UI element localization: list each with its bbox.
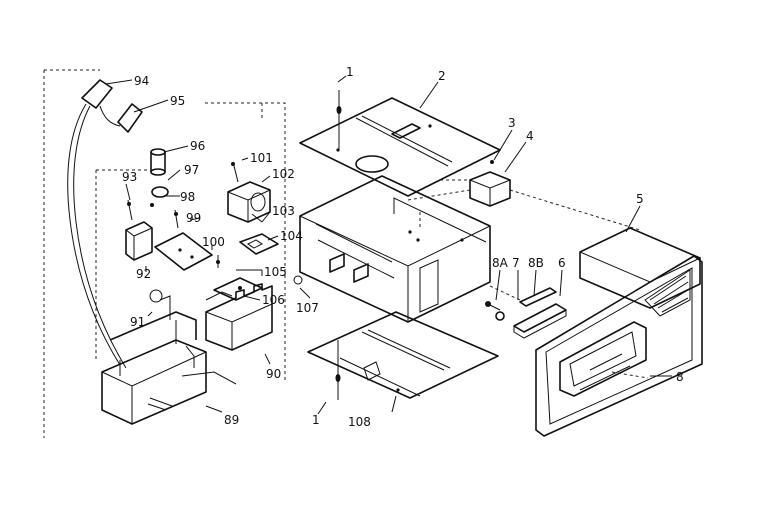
connection-lines (407, 179, 649, 379)
gasket-7 (513, 303, 567, 339)
mounting-plate-100 (154, 209, 213, 271)
callout-104: 103 (272, 204, 295, 218)
control-housing-90 (101, 289, 237, 425)
callout-99: 98 (180, 190, 195, 204)
callout-3: 3 (508, 116, 516, 130)
callout-labels: 94 95 96 97 93 98 99 100 101 102 103 104… (122, 65, 684, 429)
callout-91: 90 (266, 367, 281, 381)
callout-105: 104 (280, 229, 303, 243)
callout-1-bottom: 1 (312, 413, 320, 427)
callout-100: 99 (186, 211, 201, 225)
front-panel (535, 255, 703, 437)
callout-94: 93 (122, 170, 137, 184)
callout-108: 107 (296, 301, 319, 315)
callout-5: 5 (636, 192, 644, 206)
bracket-4 (469, 160, 511, 207)
terminal-block-91 (205, 269, 273, 351)
screw-101 (216, 255, 220, 268)
callout-4: 4 (526, 129, 534, 143)
screw-1-bottom (335, 340, 341, 400)
wire-harness (67, 79, 143, 369)
callout-103: 102 (272, 167, 295, 181)
leader-lines (105, 75, 672, 415)
callout-96: 95 (170, 94, 185, 108)
callout-98: 97 (184, 163, 199, 177)
callout-8b: 8B (528, 256, 544, 270)
callout-6: 8 (676, 370, 684, 384)
callout-93: 92 (136, 267, 151, 281)
left-assembly-frame (43, 69, 286, 438)
screw-1-top (336, 90, 342, 150)
callout-101: 100 (202, 235, 225, 249)
callout-92: 91 (130, 315, 145, 329)
callout-97: 96 (190, 139, 205, 153)
washer-8 (495, 311, 505, 321)
thermostat-knob (150, 148, 169, 207)
callout-89: 108 (348, 415, 371, 429)
callout-95: 94 (134, 74, 149, 88)
screw-8a (485, 301, 501, 311)
bracket-8b (519, 287, 557, 307)
bottom-plate-89 (307, 311, 499, 399)
hood-5 (579, 227, 701, 309)
callout-106: 105 (264, 265, 287, 279)
bracket-105 (239, 213, 279, 255)
callout-8a: 8A (492, 256, 509, 270)
callout-102: 101 (250, 151, 273, 165)
callout-90: 89 (224, 413, 239, 427)
transformer-103 (227, 161, 271, 223)
callout-107: 106 (262, 293, 285, 307)
callout-2: 2 (438, 69, 446, 83)
callout-7: 6 (558, 256, 566, 270)
callout-8: 7 (512, 256, 520, 270)
callout-1-top: 1 (346, 65, 354, 79)
chassis-108 (293, 175, 491, 323)
relay-93 (125, 199, 153, 261)
